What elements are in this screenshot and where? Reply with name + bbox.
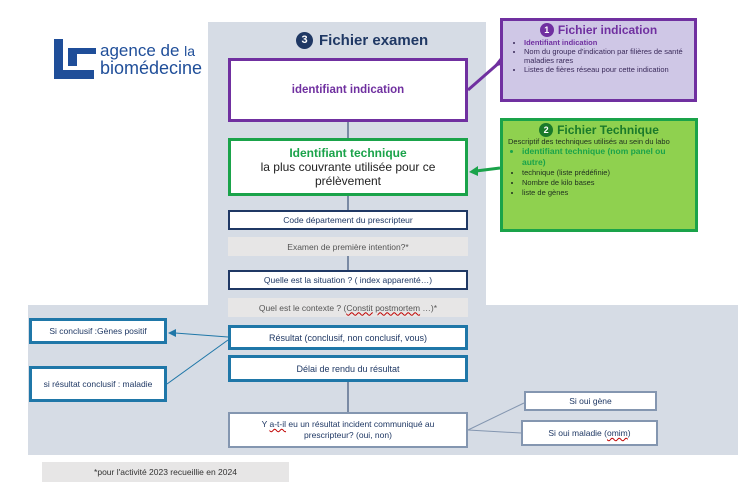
fichier-indication-title: Fichier indication [557,23,658,37]
oui-maladie-box: Si oui maladie (omim) [521,420,658,446]
footnote-text: *pour l'activité 2023 recueillie en 2024 [94,467,237,477]
logo-line1-small: la [184,43,196,59]
list-item: Nombre de kilo bases [522,178,690,188]
list-item: liste de gènes [522,188,690,198]
step-number-badge: 3 [296,31,313,49]
code-departement-label: Code département du prescripteur [283,215,413,225]
arrow-technique-line [475,166,501,173]
fichier-technique-heading: 2 Fichier Technique [508,123,690,137]
oui-gene-box: Si oui gène [524,391,657,411]
connector-oui-gene [467,402,525,431]
fichier-technique-intro: Descriptif des techniques utilisés au se… [508,137,670,146]
resultat-label: Résultat (conclusif, non conclusif, vous… [268,332,428,343]
delai-label: Délai de rendu du résultat [296,363,400,374]
agence-biomedecine-logo-icon [54,39,96,79]
arrow-genes-line [174,332,229,338]
technique-number-badge: 2 [539,123,554,137]
oui-maladie-label: Si oui maladie (omim) [548,428,631,438]
situation-label: Quelle est la situation ? ( index appare… [263,275,433,285]
list-item: Nom du groupe d'indication par filières … [524,47,689,65]
identifiant-technique-box: Identifiant technique la plus couvrante … [228,138,468,196]
identifiant-indication-box: identifiant indication [228,58,468,122]
list-item: technique (liste prédéfinie) [522,168,690,178]
identifiant-indication-label: identifiant indication [291,84,405,96]
conclusif-maladie-box: si résultat conclusif : maladie [29,366,167,402]
conclusif-maladie-label: si résultat conclusif : maladie [43,379,153,389]
fichier-examen-title: 3 Fichier examen [296,28,428,52]
footnote: *pour l'activité 2023 recueillie en 2024 [42,462,289,482]
identifiant-technique-label: Identifiant technique [289,146,407,160]
resultat-incident-label: Y a-t-il eu un résultat incident communi… [261,419,435,440]
logo-line1: agence de [100,41,180,60]
examen-premiere-label: Examen de première intention?* [287,241,409,252]
connector-oui-maladie [467,429,522,434]
resultat-box: Résultat (conclusif, non conclusif, vous… [228,325,468,350]
arrow-genes-head [168,329,176,337]
arrow-technique-head [469,166,478,176]
list-item: Listes de fières réseau pour cette indic… [524,65,689,74]
fichier-indication-callout: 1 Fichier indication Identifiant indicat… [500,18,697,102]
contexte-label: Quel est le contexte ? (Constit postmort… [258,302,438,313]
identifiant-technique-desc: la plus couvrante utilisée pour ce prélè… [260,160,436,188]
conclusif-genes-box: Si conclusif :Gènes positif [29,318,167,344]
list-item: Identifiant indication [524,38,689,47]
list-item: identifiant technique (nom panel ou autr… [522,146,690,168]
situation-box: Quelle est la situation ? ( index appare… [228,270,468,290]
indication-number-badge: 1 [539,23,554,37]
oui-gene-label: Si oui gène [569,396,612,406]
fichier-technique-list: identifiant technique (nom panel ou autr… [508,146,690,198]
fichier-technique-title: Fichier Technique [557,123,659,137]
fichier-indication-heading: 1 Fichier indication [508,23,689,37]
code-departement-box: Code département du prescripteur [228,210,468,230]
agence-logo-text: agence de la biomédecine [100,42,202,77]
examen-premiere-box: Examen de première intention?* [228,237,468,256]
arrow-maladie-line [166,339,229,385]
fichier-technique-callout: 2 Fichier Technique Descriptif des techn… [500,118,698,232]
conclusif-genes-label: Si conclusif :Gènes positif [49,326,147,336]
contexte-box: Quel est le contexte ? (Constit postmort… [228,298,468,317]
page-title: Fichier examen [319,31,429,49]
fichier-indication-list: Identifiant indication Nom du groupe d'i… [508,38,689,74]
logo-line2: biomédecine [100,58,203,78]
delai-box: Délai de rendu du résultat [228,355,468,382]
arrow-indication-line [467,60,501,92]
resultat-incident-box: Y a-t-il eu un résultat incident communi… [228,412,468,448]
